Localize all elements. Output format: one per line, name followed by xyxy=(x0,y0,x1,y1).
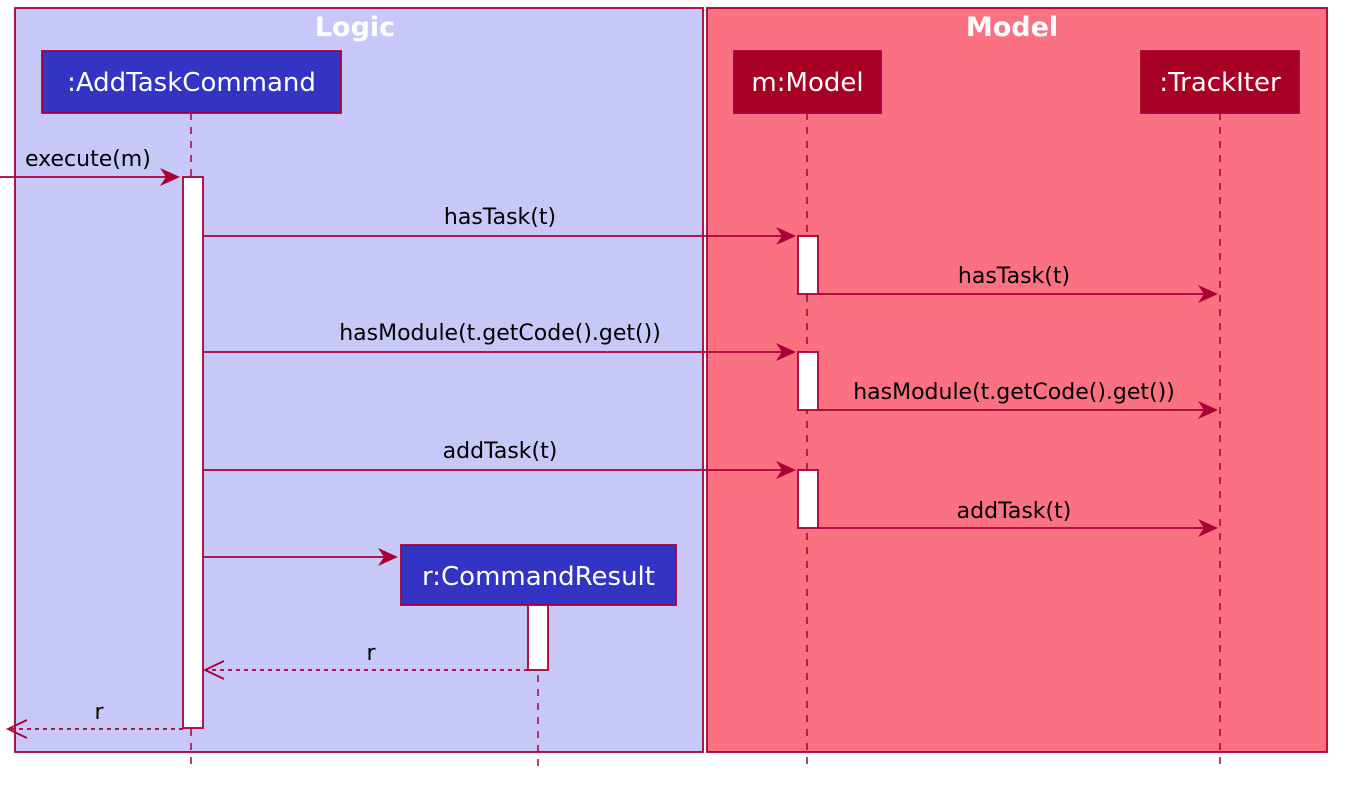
participant-command-result: r:CommandResult xyxy=(400,544,677,606)
message-has-module-to-model-label: hasModule(t.getCode().get()) xyxy=(339,321,661,346)
message-return-r-from-command-result: r xyxy=(202,641,528,680)
message-execute: execute(m) xyxy=(0,147,180,186)
activation-add-task-command xyxy=(182,176,204,729)
message-return-r-to-caller-label: r xyxy=(94,700,104,725)
message-return-r-from-command-result-label: r xyxy=(366,641,376,666)
participant-track-iter-label: :TrackIter xyxy=(1159,68,1281,98)
message-has-module-to-model: hasModule(t.getCode().get()) xyxy=(203,321,796,361)
message-add-task-to-model-label: addTask(t) xyxy=(443,439,558,464)
message-has-task-to-model: hasTask(t) xyxy=(203,205,796,245)
message-return-r-to-caller: r xyxy=(5,700,183,739)
logic-box-title: Logic xyxy=(315,12,395,43)
message-has-task-to-model-label: hasTask(t) xyxy=(444,205,556,230)
message-has-task-to-track-iter: hasTask(t) xyxy=(818,264,1218,303)
message-has-module-to-track-iter-label: hasModule(t.getCode().get()) xyxy=(853,380,1175,405)
participant-track-iter: :TrackIter xyxy=(1140,50,1300,114)
message-has-task-to-track-iter-label: hasTask(t) xyxy=(958,264,1070,289)
participant-model-label: m:Model xyxy=(751,68,863,98)
message-has-module-to-track-iter: hasModule(t.getCode().get()) xyxy=(818,380,1218,419)
message-add-task-to-track-iter-label: addTask(t) xyxy=(957,499,1072,524)
activation-model-has-module xyxy=(797,351,819,411)
message-execute-label: execute(m) xyxy=(25,147,151,172)
message-add-task-to-model: addTask(t) xyxy=(203,439,796,479)
model-box-title: Model xyxy=(966,12,1058,43)
message-add-task-to-track-iter: addTask(t) xyxy=(818,499,1218,537)
participant-model: m:Model xyxy=(733,50,882,114)
activation-model-has-task xyxy=(797,235,819,295)
message-create-command-result xyxy=(203,548,398,566)
participant-add-task-command: :AddTaskCommand xyxy=(41,50,342,114)
activation-model-add-task xyxy=(797,469,819,529)
participant-command-result-label: r:CommandResult xyxy=(422,562,655,592)
activation-command-result xyxy=(527,604,549,671)
participant-add-task-command-label: :AddTaskCommand xyxy=(67,68,316,98)
logic-box: Logic xyxy=(14,7,704,753)
